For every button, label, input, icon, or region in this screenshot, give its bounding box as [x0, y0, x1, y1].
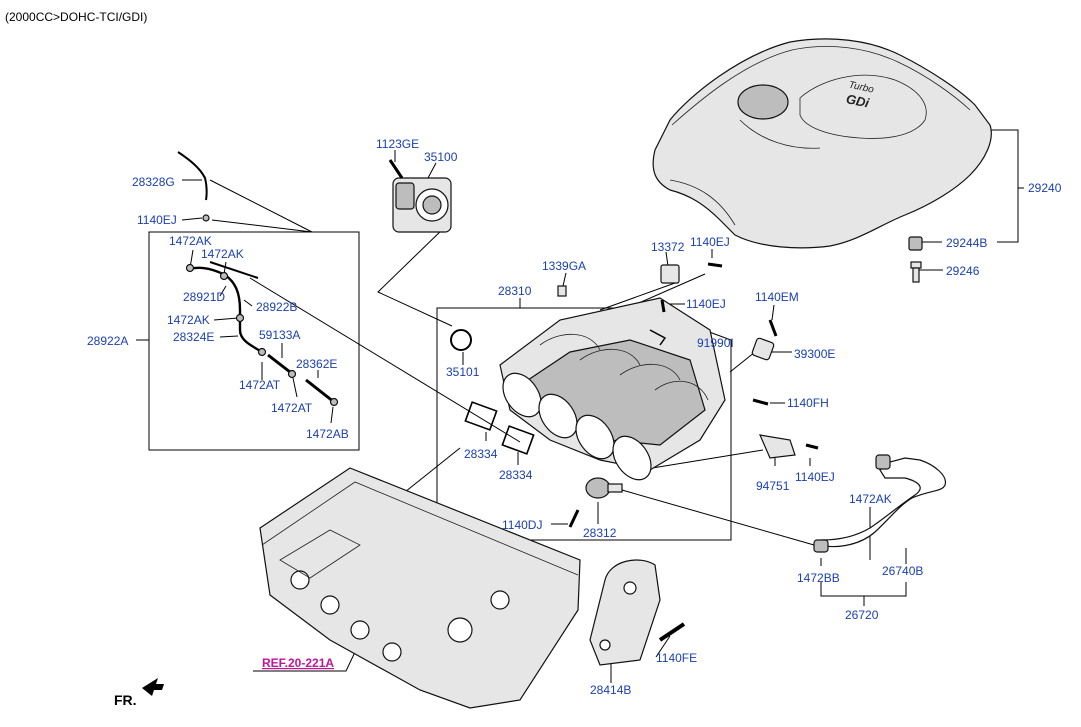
part-label: 28328G	[132, 175, 175, 189]
part-label: 28414B	[590, 683, 631, 697]
bolt-1140FH	[752, 398, 769, 406]
part-label: 28921D	[183, 290, 225, 304]
part-label: 1140EM	[755, 290, 799, 304]
part-label: 28334	[499, 468, 533, 482]
bracket-28414B	[589, 559, 661, 666]
part-label: 39300E	[794, 347, 835, 361]
pcv-hose-26720	[813, 454, 946, 553]
part-label: 1472BB	[797, 571, 840, 585]
part-label: 1140DJ	[502, 518, 542, 532]
cylinder-head	[259, 467, 581, 709]
bolt-29246	[910, 261, 922, 283]
part-label: 1140EJ	[686, 297, 726, 311]
throttle-body	[392, 177, 452, 233]
gasket-28334-a	[464, 401, 498, 431]
part-label: 28312	[583, 526, 617, 540]
cover-logo-gdi: GDi	[845, 91, 871, 111]
front-arrow-icon	[142, 678, 164, 696]
part-label: 29240	[1028, 181, 1062, 195]
part-label: 1472AB	[306, 427, 349, 441]
leader-lines	[136, 129, 1024, 683]
part-label: 1472AT	[239, 378, 281, 392]
front-marker-label: FR.	[114, 692, 137, 708]
bracket-94751	[759, 434, 796, 459]
part-label: 28334	[464, 447, 498, 461]
breather-hose-group	[177, 151, 339, 407]
part-label: 26720	[845, 608, 879, 622]
part-label: 13372	[651, 240, 685, 254]
part-label: 29244B	[946, 236, 987, 250]
hose-group-frame	[148, 231, 360, 451]
part-label: 35101	[446, 365, 480, 379]
part-label: 1472AK	[167, 313, 210, 327]
bolt-1123GE	[388, 159, 404, 179]
part-label: 28362E	[296, 357, 337, 371]
bolt-1140EJ-d	[805, 443, 819, 450]
part-label: 1339GA	[542, 259, 586, 273]
gasket-35101	[450, 329, 472, 351]
part-label: 94751	[756, 479, 790, 493]
bolt-1140DJ	[568, 509, 580, 528]
part-label: 1123GE	[376, 137, 419, 151]
intake-manifold	[499, 297, 726, 481]
plug-1339GA	[557, 285, 567, 297]
cover-logo-turbo: Turbo	[848, 80, 876, 96]
part-label: 91990I	[697, 336, 734, 350]
part-label: 1472AK	[849, 492, 892, 506]
bolt-1140EJ-b	[707, 262, 723, 268]
part-label: 1472AK	[201, 247, 244, 261]
part-label: 1140EJ	[795, 470, 835, 484]
grommet-29244B	[908, 236, 923, 251]
part-label: 1140FH	[787, 396, 829, 410]
part-label: 28324E	[173, 330, 214, 344]
bolt-1140EJ-c	[660, 299, 666, 313]
part-label: 28922B	[256, 300, 297, 314]
part-label: 35100	[424, 150, 458, 164]
part-label: 59133A	[259, 328, 300, 342]
reference-label[interactable]: REF.20-221A	[262, 656, 334, 670]
part-label: 29246	[946, 264, 980, 278]
part-label: 26740B	[882, 564, 923, 578]
part-label: 1140EJ	[690, 235, 730, 249]
part-label: 28922A	[87, 334, 128, 348]
clip-91990I	[649, 329, 667, 346]
engine-cover: Turbo GDi	[652, 38, 992, 249]
bolt-1140FE	[658, 622, 686, 642]
part-label: 1140FE	[656, 651, 697, 665]
manifold-group-frame	[436, 307, 732, 541]
bracket-13372	[660, 264, 680, 284]
gasket-28334-b	[501, 425, 535, 455]
pcv-valve-28312	[585, 477, 623, 499]
map-sensor-39300E	[751, 337, 775, 361]
engine-spec-header: (2000CC>DOHC-TCI/GDI)	[5, 10, 147, 24]
part-label: 1140EJ	[137, 213, 177, 227]
part-label: 1472AT	[271, 401, 313, 415]
part-label: 28310	[498, 284, 532, 298]
bolt-1140EM	[768, 319, 778, 337]
part-label: 1472AK	[169, 234, 212, 248]
